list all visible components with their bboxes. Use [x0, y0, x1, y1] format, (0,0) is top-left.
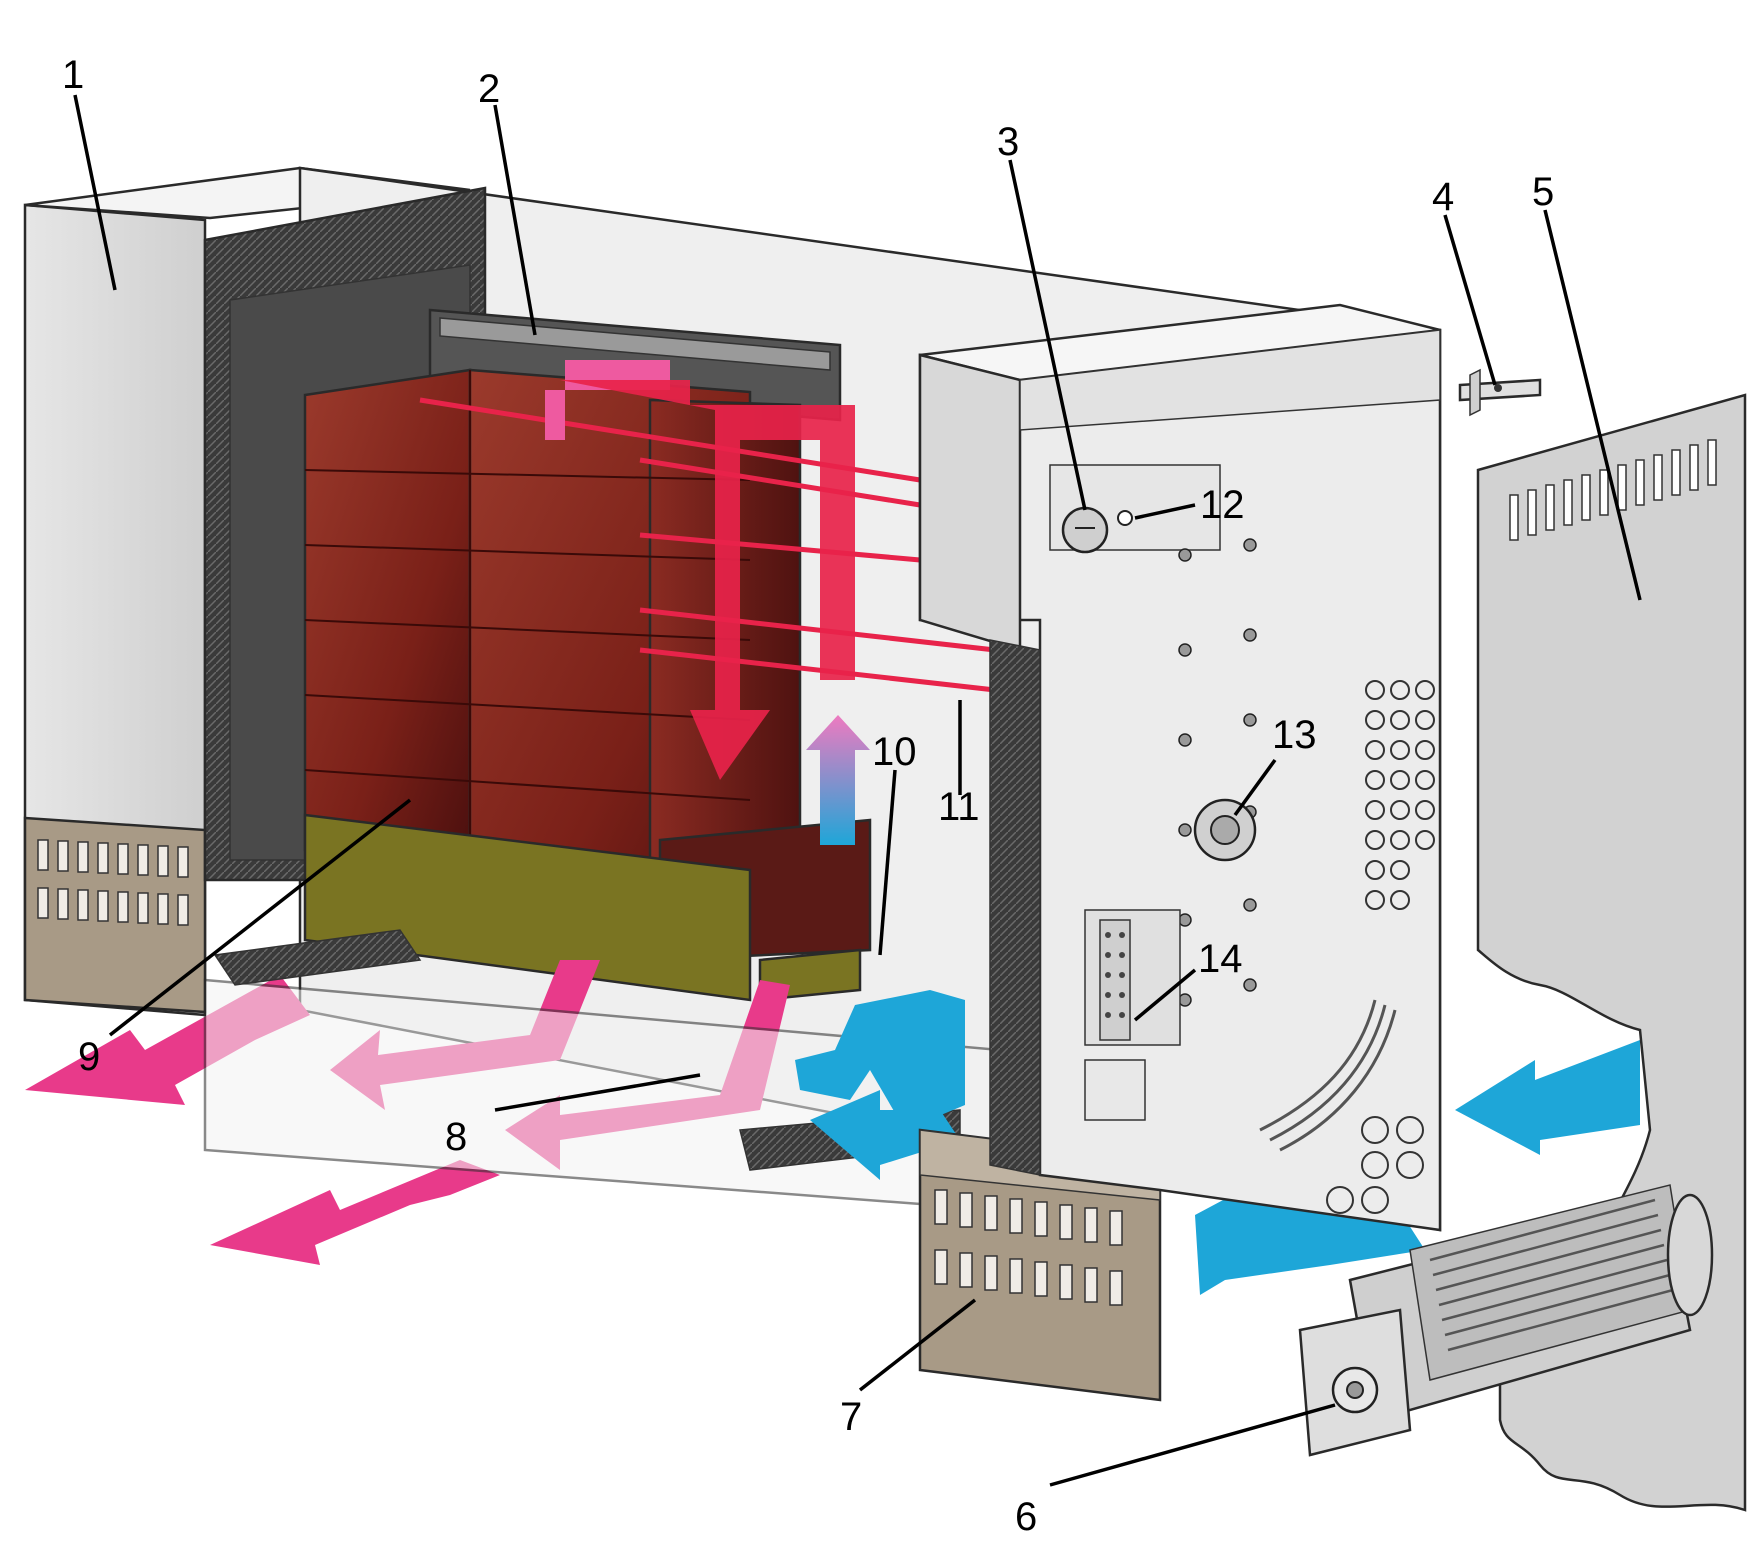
- rising-air-arrow: [806, 715, 870, 845]
- label-part-1: 1: [62, 53, 84, 97]
- label-part-12: 12: [1200, 483, 1245, 527]
- hot-air-loop-arrow: [545, 360, 855, 780]
- label-part-11: 11: [938, 785, 980, 829]
- control-compartment: [918, 303, 1442, 1232]
- label-part-4: 4: [1432, 175, 1454, 219]
- label-part-2: 2: [478, 67, 500, 111]
- label-part-14: 14: [1198, 937, 1243, 981]
- label-part-8: 8: [445, 1115, 467, 1159]
- label-part-5: 5: [1532, 170, 1554, 214]
- label-part-6: 6: [1015, 1495, 1037, 1539]
- terminal-block: [1084, 909, 1181, 1121]
- tangential-fan-assembly: [1298, 1184, 1714, 1457]
- brick-joints: [304, 370, 751, 870]
- charge-control-thermostat: [1049, 464, 1221, 554]
- label-part-9: 9: [78, 1035, 100, 1079]
- label-part-3: 3: [997, 120, 1019, 164]
- left-grille-slots: [37, 839, 189, 926]
- label-part-13: 13: [1272, 713, 1317, 757]
- perforated-rear-panel: [1326, 680, 1435, 1214]
- part-number-labels: 1 2 3 4 5 6 7 8 9 10 11 12 13 14: [62, 53, 1554, 1539]
- storage-brick-core: [303, 368, 872, 1002]
- internal-wiring: [1259, 999, 1397, 1152]
- label-part-7: 7: [840, 1395, 862, 1439]
- label-part-10: 10: [872, 730, 917, 774]
- safety-cutout-device: [1193, 798, 1257, 862]
- wall-mounting-bracket: [1458, 368, 1542, 417]
- cold-air-inflow-arrows: [795, 990, 1640, 1295]
- leader-lines: [73, 94, 1642, 1487]
